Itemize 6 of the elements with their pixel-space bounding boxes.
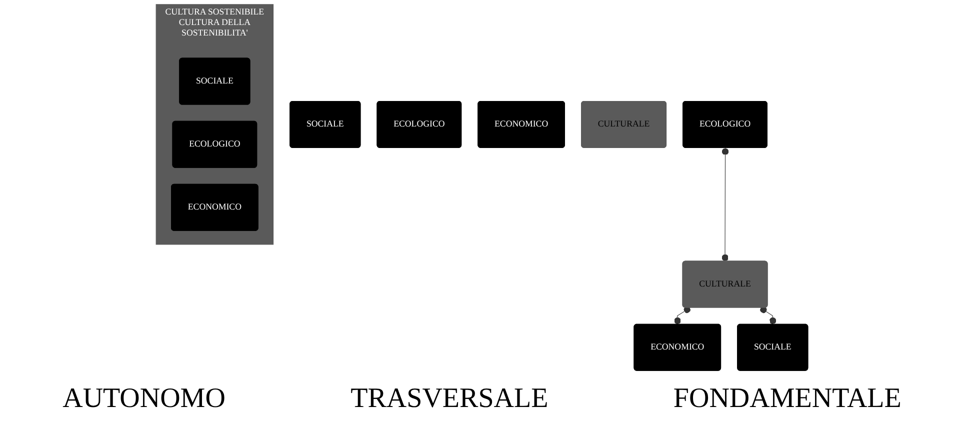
panel-caption: TRASVERSALE [350, 383, 548, 415]
connector [722, 148, 729, 262]
connector [760, 306, 776, 325]
panel-caption: FONDAMENTALE [673, 383, 902, 415]
connector [674, 306, 690, 325]
panel-caption: AUTONOMO [62, 383, 226, 415]
